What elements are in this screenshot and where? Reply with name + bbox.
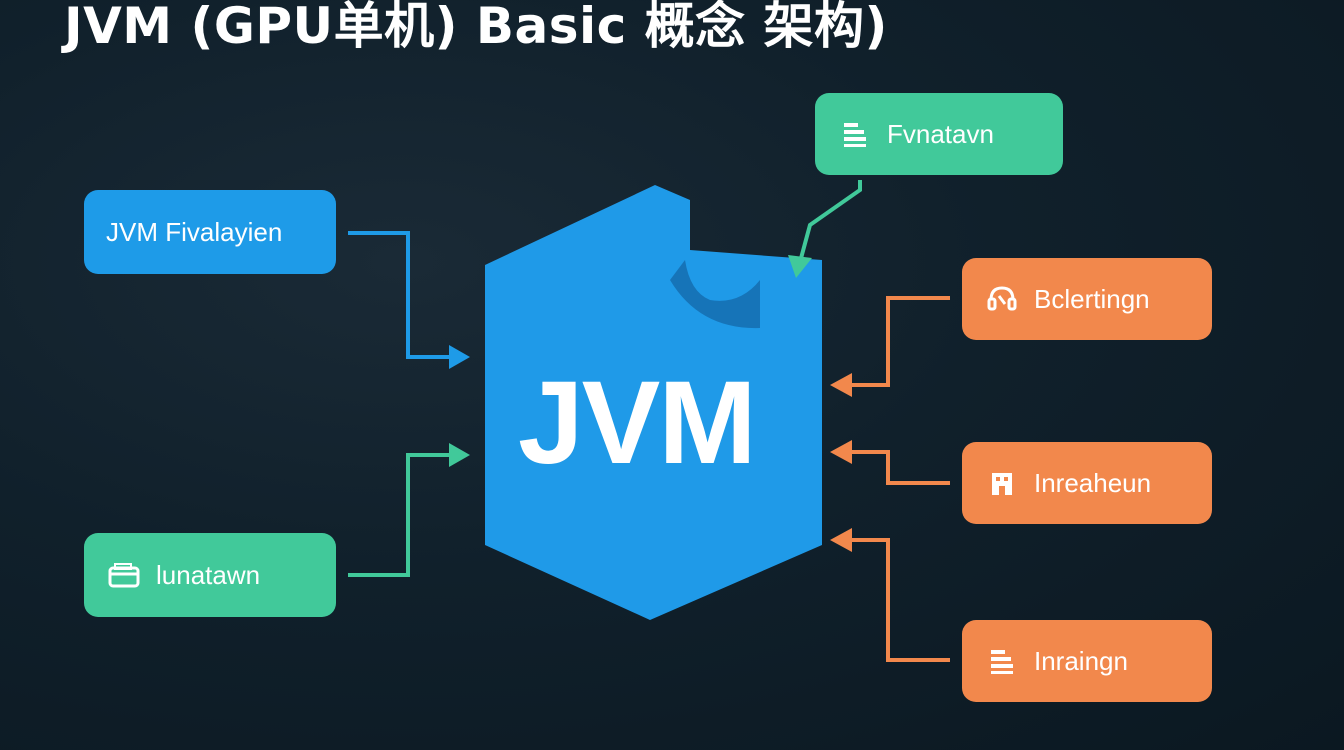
- node-left-bottom: lunatawn: [84, 533, 336, 617]
- arrowhead-right-2: [830, 440, 852, 464]
- node-right-2-label: Inreaheun: [1034, 467, 1152, 498]
- connector-right-1: [845, 296, 950, 387]
- node-top-right-label: Fvnatavn: [887, 118, 994, 149]
- jvm-hexagon-notch: [670, 260, 760, 329]
- arrowhead-left-bottom: [449, 443, 470, 467]
- connector-top-right: [798, 180, 862, 263]
- node-left-top-label: JVM Fivalayien: [106, 216, 283, 247]
- wallet-icon: [104, 555, 144, 595]
- arrowhead-right-3: [830, 528, 852, 552]
- building-icon: [982, 463, 1022, 503]
- document-icon: [835, 114, 875, 154]
- document-icon: [982, 641, 1022, 681]
- node-top-right: Fvnatavn: [815, 93, 1063, 175]
- arrowhead-left-top: [449, 345, 470, 369]
- arrowhead-top-right: [788, 255, 812, 278]
- page-title: JVM (GPU单机) Basic 概念 架构): [64, 0, 888, 55]
- arrowhead-right-1: [830, 373, 852, 397]
- node-left-top: JVM Fivalayien: [84, 190, 336, 274]
- connector-left-top: [348, 231, 462, 359]
- node-right-1-label: Bclertingn: [1034, 283, 1150, 314]
- node-right-1: Bclertingn: [962, 258, 1212, 340]
- jvm-center-label: JVM: [518, 357, 757, 489]
- node-right-3-label: Inraingn: [1034, 645, 1128, 676]
- connector-right-2: [845, 450, 950, 485]
- jvm-hexagon: [485, 185, 822, 620]
- headset-icon: [982, 279, 1022, 319]
- node-right-3: Inraingn: [962, 620, 1212, 702]
- connector-left-bottom: [348, 453, 462, 577]
- connector-right-3: [845, 538, 950, 662]
- node-right-2: Inreaheun: [962, 442, 1212, 524]
- node-left-bottom-label: lunatawn: [156, 559, 261, 590]
